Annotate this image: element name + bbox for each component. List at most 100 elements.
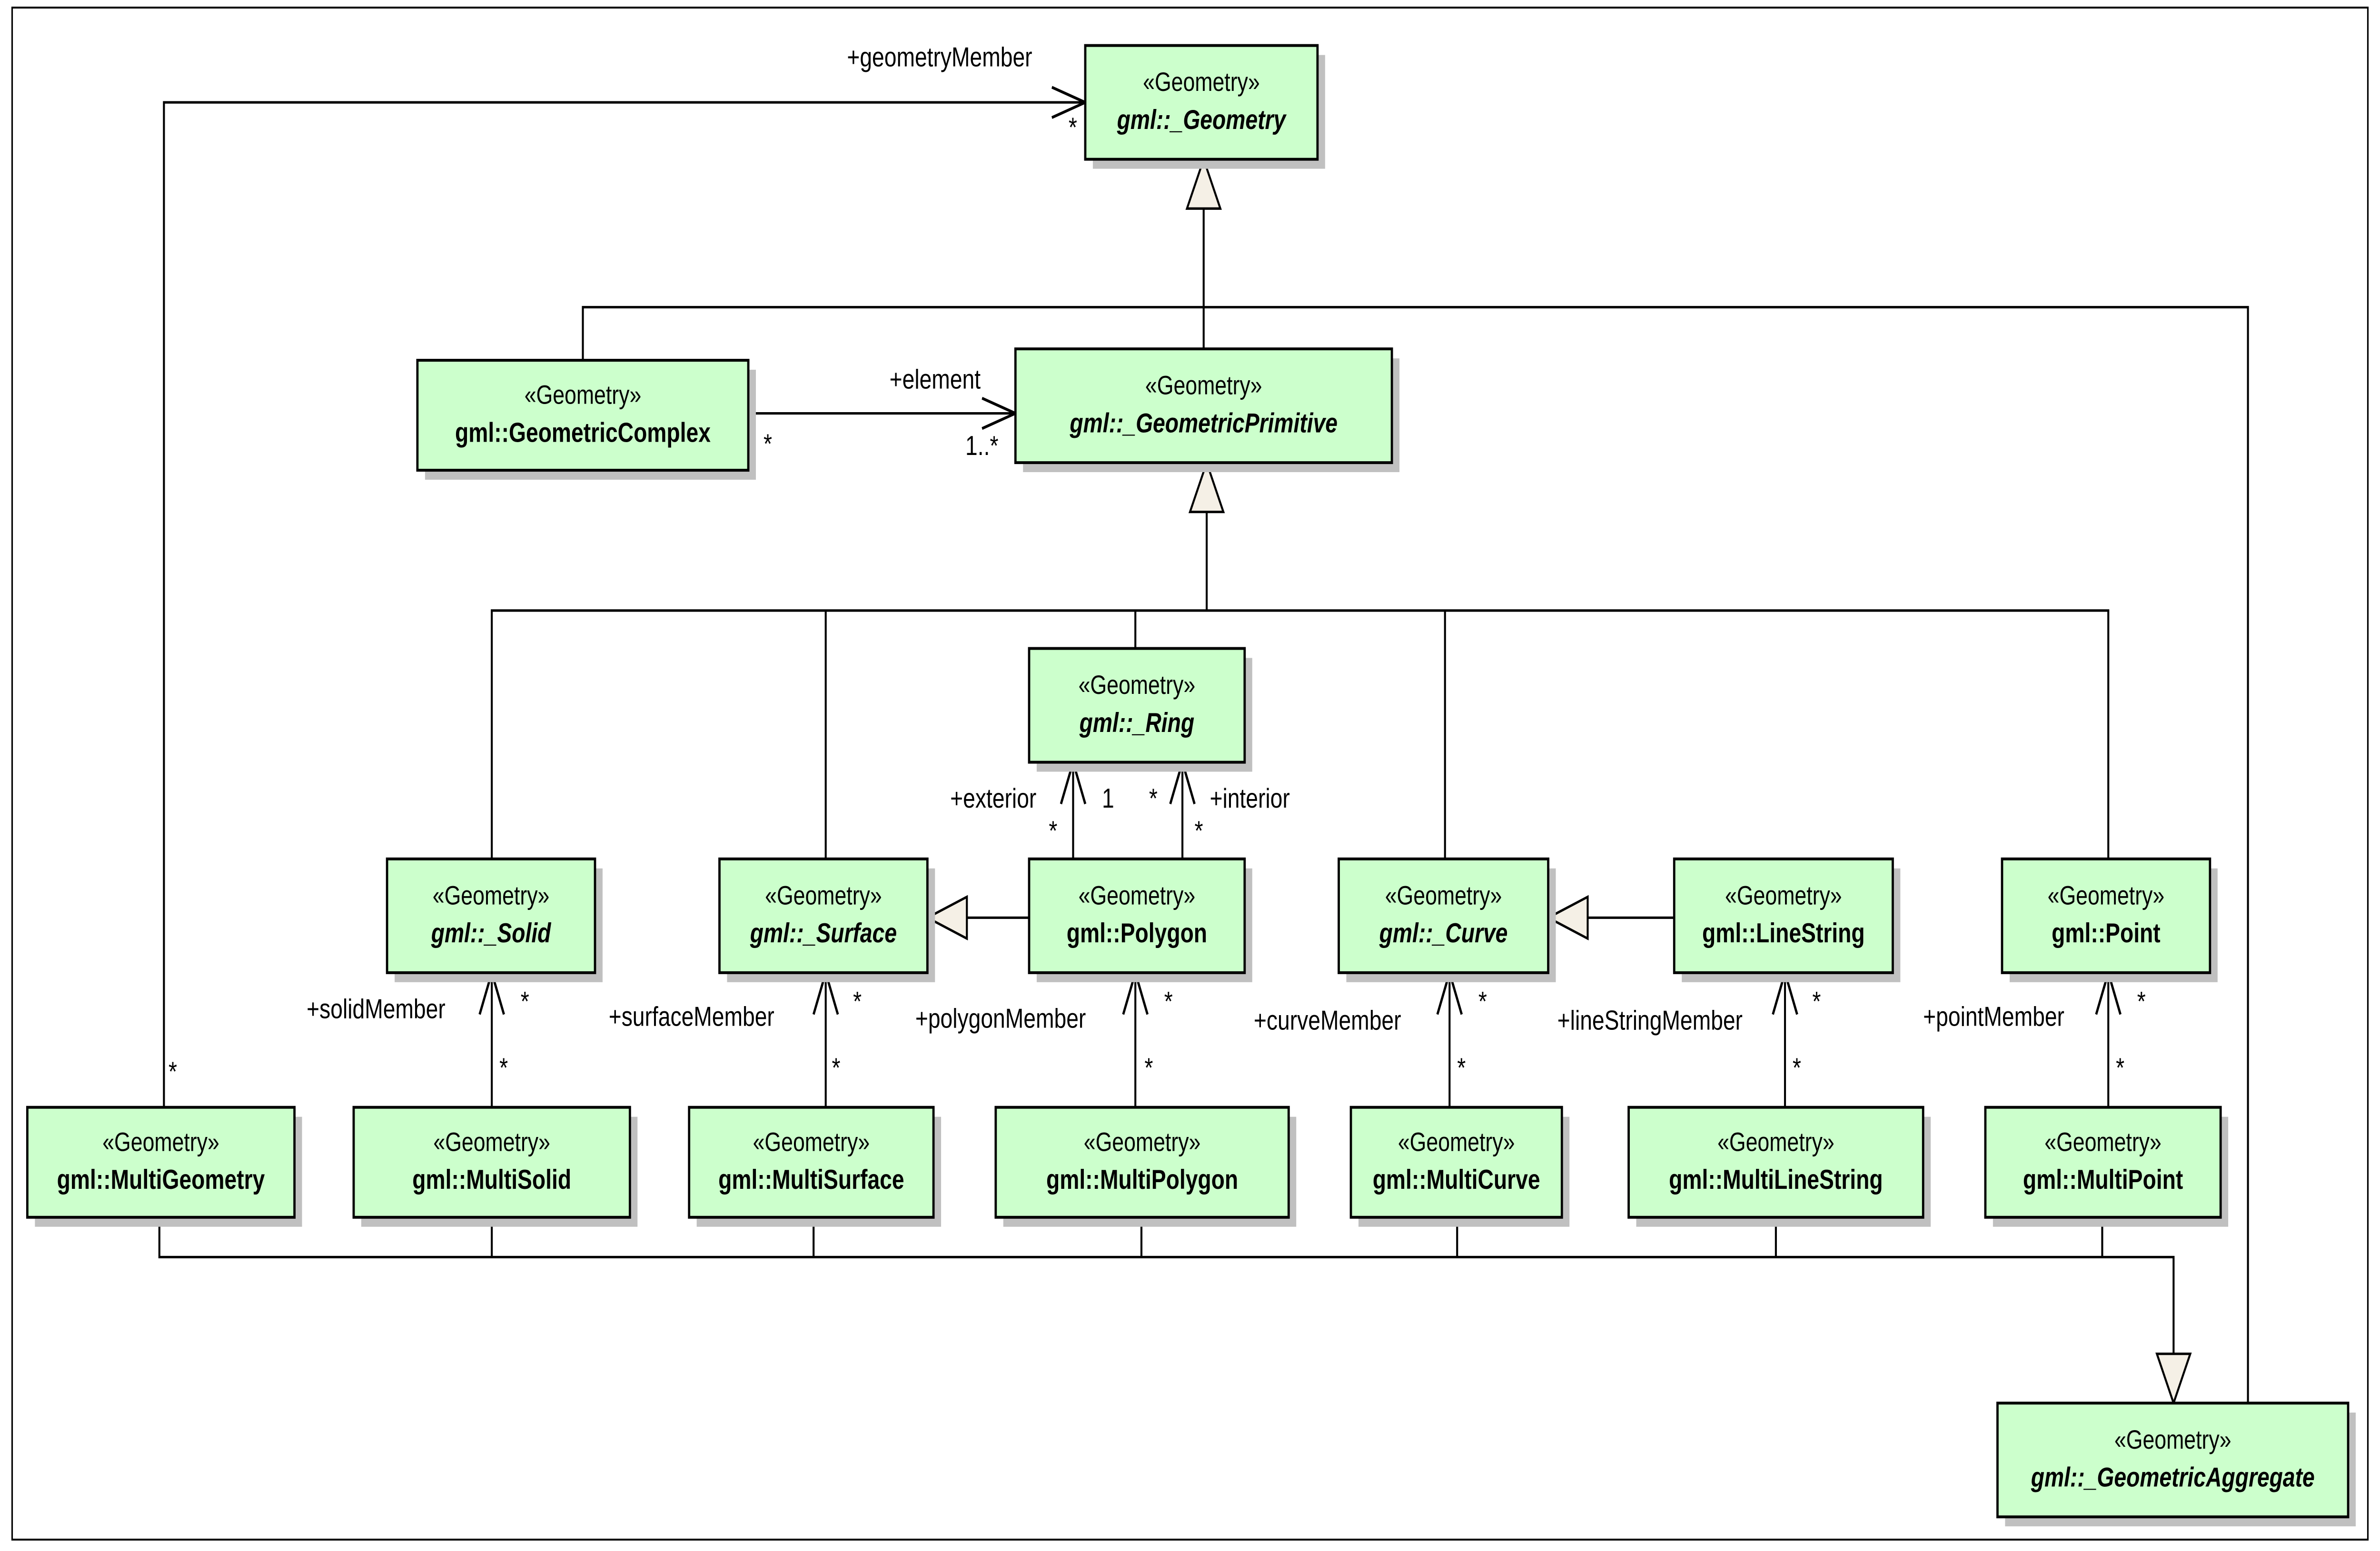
class-name: gml::_Curve [1379, 918, 1508, 948]
class-name: gml::_Solid [431, 918, 551, 948]
class-name: gml::_Surface [750, 918, 897, 948]
class-box [1627, 1106, 1924, 1219]
class-box [994, 1106, 1290, 1219]
class-name: gml::MultiPolygon [1046, 1165, 1238, 1195]
class-name: gml::Point [2052, 918, 2161, 948]
generalization-arrow-primitive-icon [1188, 459, 1225, 514]
generalization-arrow-geometry-icon [1185, 156, 1222, 210]
class-stereotype: «Geometry» [2114, 1424, 2231, 1454]
label-point-member-target-mult: * [2137, 987, 2146, 1017]
class-stereotype: «Geometry» [2044, 1127, 2162, 1157]
class-name: gml::GeometricComplex [455, 418, 711, 448]
class-box [1028, 647, 1246, 764]
label-element-target-mult: 1..* [965, 431, 998, 461]
label-line-string-member-source-mult: * [1793, 1053, 1801, 1083]
class-stereotype: «Geometry» [1725, 880, 1842, 910]
class-stereotype: «Geometry» [525, 380, 642, 410]
class-geometric-complex[interactable]: «Geometry»gml::GeometricComplex [416, 358, 756, 480]
class-solid[interactable]: «Geometry»gml::_Solid [386, 857, 603, 982]
label-polygon-member-source-mult: * [1144, 1053, 1153, 1083]
class-name: gml::MultiGeometry [57, 1165, 265, 1195]
class-box [416, 358, 750, 472]
class-box [1673, 857, 1894, 974]
class-box [1338, 857, 1549, 974]
class-stereotype: «Geometry» [1079, 670, 1196, 700]
class-name: gml::MultiSurface [718, 1165, 904, 1195]
class-stereotype: «Geometry» [1717, 1127, 1835, 1157]
class-ring[interactable]: «Geometry»gml::_Ring [1028, 647, 1252, 772]
class-geometric-aggregate[interactable]: «Geometry»gml::_GeometricAggregate [1996, 1402, 2356, 1527]
generalization-arrow-aggregate-icon [2155, 1353, 2192, 1406]
class-stereotype: «Geometry» [753, 1127, 870, 1157]
classes: «Geometry»gml::_Geometry«Geometry»gml::G… [26, 44, 2356, 1527]
label-line-string-member-role: +lineStringMember [1557, 1006, 1743, 1036]
class-stereotype: «Geometry» [1079, 880, 1196, 910]
class-name: gml::Polygon [1067, 918, 1207, 948]
class-name: gml::MultiPoint [2023, 1165, 2183, 1195]
class-box [1028, 857, 1246, 974]
label-polygon-member-target-mult: * [1164, 987, 1173, 1017]
class-name: gml::_GeometricAggregate [2031, 1462, 2315, 1493]
class-stereotype: «Geometry» [765, 880, 882, 910]
label-solid-member-target-mult: * [521, 987, 529, 1017]
class-stereotype: «Geometry» [102, 1127, 219, 1157]
label-curve-member-role: +curveMember [1254, 1006, 1401, 1036]
class-box [1014, 347, 1393, 464]
class-stereotype: «Geometry» [1143, 67, 1260, 97]
association-labels: +geometryMember * * +element * 1..* +exterior 1… [169, 42, 2146, 1087]
class-name: gml::MultiCurve [1373, 1165, 1540, 1195]
label-curve-member-target-mult: * [1478, 987, 1487, 1017]
class-multi-solid[interactable]: «Geometry»gml::MultiSolid [352, 1106, 638, 1227]
label-exterior-target-mult: 1 [1102, 783, 1114, 814]
label-surface-member-target-mult: * [853, 987, 862, 1017]
class-box [26, 1106, 296, 1219]
class-geometric-primitive[interactable]: «Geometry»gml::_GeometricPrimitive [1014, 347, 1400, 473]
class-box [718, 857, 929, 974]
label-geometry-member-role: +geometryMember [847, 42, 1032, 73]
class-box [1984, 1106, 2222, 1219]
label-interior-target-mult: * [1149, 783, 1158, 814]
class-surface[interactable]: «Geometry»gml::_Surface [718, 857, 935, 982]
class-name: gml::_Ring [1079, 708, 1194, 738]
class-stereotype: «Geometry» [433, 1127, 550, 1157]
label-element-source-mult: * [764, 429, 772, 459]
class-box [2001, 857, 2211, 974]
class-multi-surface[interactable]: «Geometry»gml::MultiSurface [688, 1106, 942, 1227]
label-geometry-member-target-mult: * [1069, 112, 1077, 143]
generalization-bus-aggregate [158, 1217, 2175, 1354]
class-stereotype: «Geometry» [1385, 880, 1502, 910]
label-line-string-member-target-mult: * [1812, 987, 1821, 1017]
label-point-member-source-mult: * [2116, 1053, 2124, 1083]
class-name: gml::MultiSolid [412, 1165, 571, 1195]
class-multi-point[interactable]: «Geometry»gml::MultiPoint [1984, 1106, 2229, 1227]
diagram-frame [11, 6, 2369, 1541]
class-stereotype: «Geometry» [2048, 880, 2165, 910]
class-name: gml::_GeometricPrimitive [1070, 408, 1338, 439]
label-solid-member-role: +solidMember [307, 994, 446, 1025]
class-point[interactable]: «Geometry»gml::Point [2001, 857, 2218, 982]
label-exterior-role: +exterior [950, 783, 1036, 814]
class-multi-curve[interactable]: «Geometry»gml::MultiCurve [1349, 1106, 1570, 1227]
label-exterior-source-mult: * [1049, 816, 1057, 846]
connectors [158, 86, 2249, 1406]
generalization-arrow-curve-icon [1546, 895, 1589, 941]
class-curve[interactable]: «Geometry»gml::_Curve [1338, 857, 1556, 982]
label-element-role: +element [890, 365, 981, 395]
association-geometry-member [163, 101, 1085, 1107]
label-geometry-member-source-mult: * [169, 1057, 177, 1087]
label-surface-member-role: +surfaceMember [609, 1002, 774, 1032]
class-name: gml::LineString [1702, 918, 1865, 948]
class-multi-geometry[interactable]: «Geometry»gml::MultiGeometry [26, 1106, 302, 1227]
class-line-string[interactable]: «Geometry»gml::LineString [1673, 857, 1901, 982]
class-box [688, 1106, 935, 1219]
class-polygon[interactable]: «Geometry»gml::Polygon [1028, 857, 1252, 982]
label-solid-member-source-mult: * [499, 1053, 508, 1083]
label-point-member-role: +pointMember [1923, 1002, 2064, 1032]
class-multi-polygon[interactable]: «Geometry»gml::MultiPolygon [994, 1106, 1297, 1227]
class-geometry[interactable]: «Geometry»gml::_Geometry [1084, 44, 1325, 169]
class-stereotype: «Geometry» [433, 880, 550, 910]
class-multi-line-string[interactable]: «Geometry»gml::MultiLineString [1627, 1106, 1931, 1227]
class-box [386, 857, 596, 974]
label-curve-member-source-mult: * [1457, 1053, 1466, 1083]
